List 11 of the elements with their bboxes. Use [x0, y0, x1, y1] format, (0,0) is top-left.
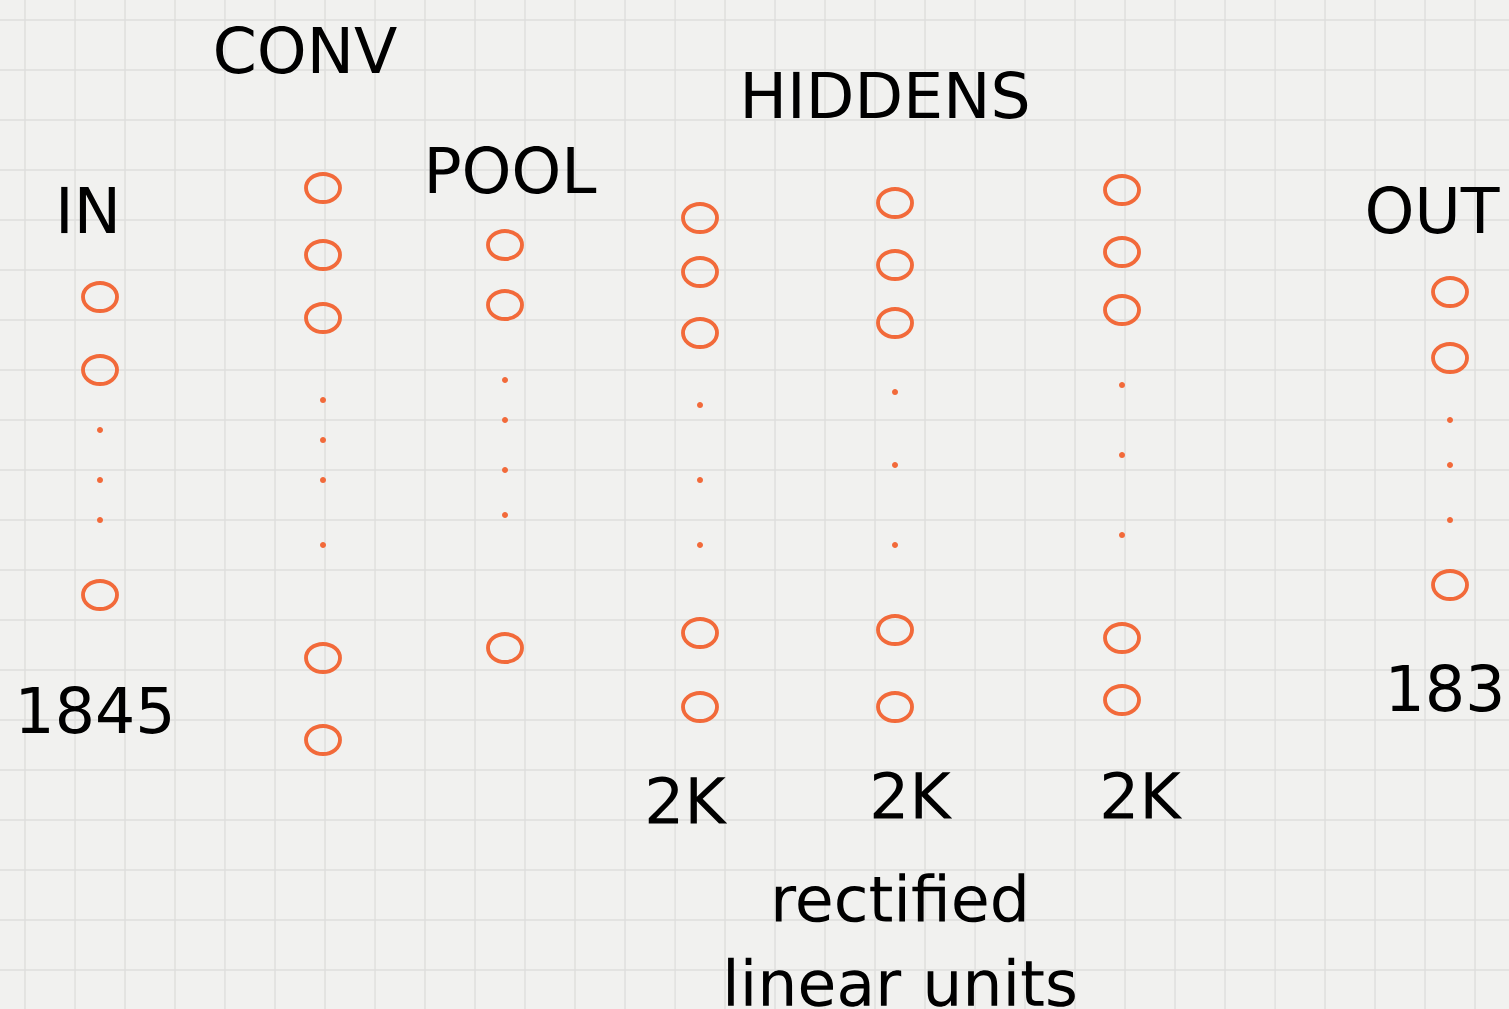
layer-label: rectified linear units [728, 873, 1075, 1007]
layer-label: 2K [648, 776, 728, 824]
layer-label: CONV [216, 26, 397, 74]
layer-label: OUT [1368, 186, 1500, 234]
layer-label: IN [61, 186, 115, 234]
layer-label: 2K [873, 771, 953, 819]
layer-label: POOL [429, 146, 597, 194]
layer-label: 183 [1391, 664, 1501, 712]
layer-label: 2K [1103, 771, 1183, 819]
layer-label: 1845 [21, 686, 170, 734]
layer-label: HIDDENS [745, 71, 1028, 119]
